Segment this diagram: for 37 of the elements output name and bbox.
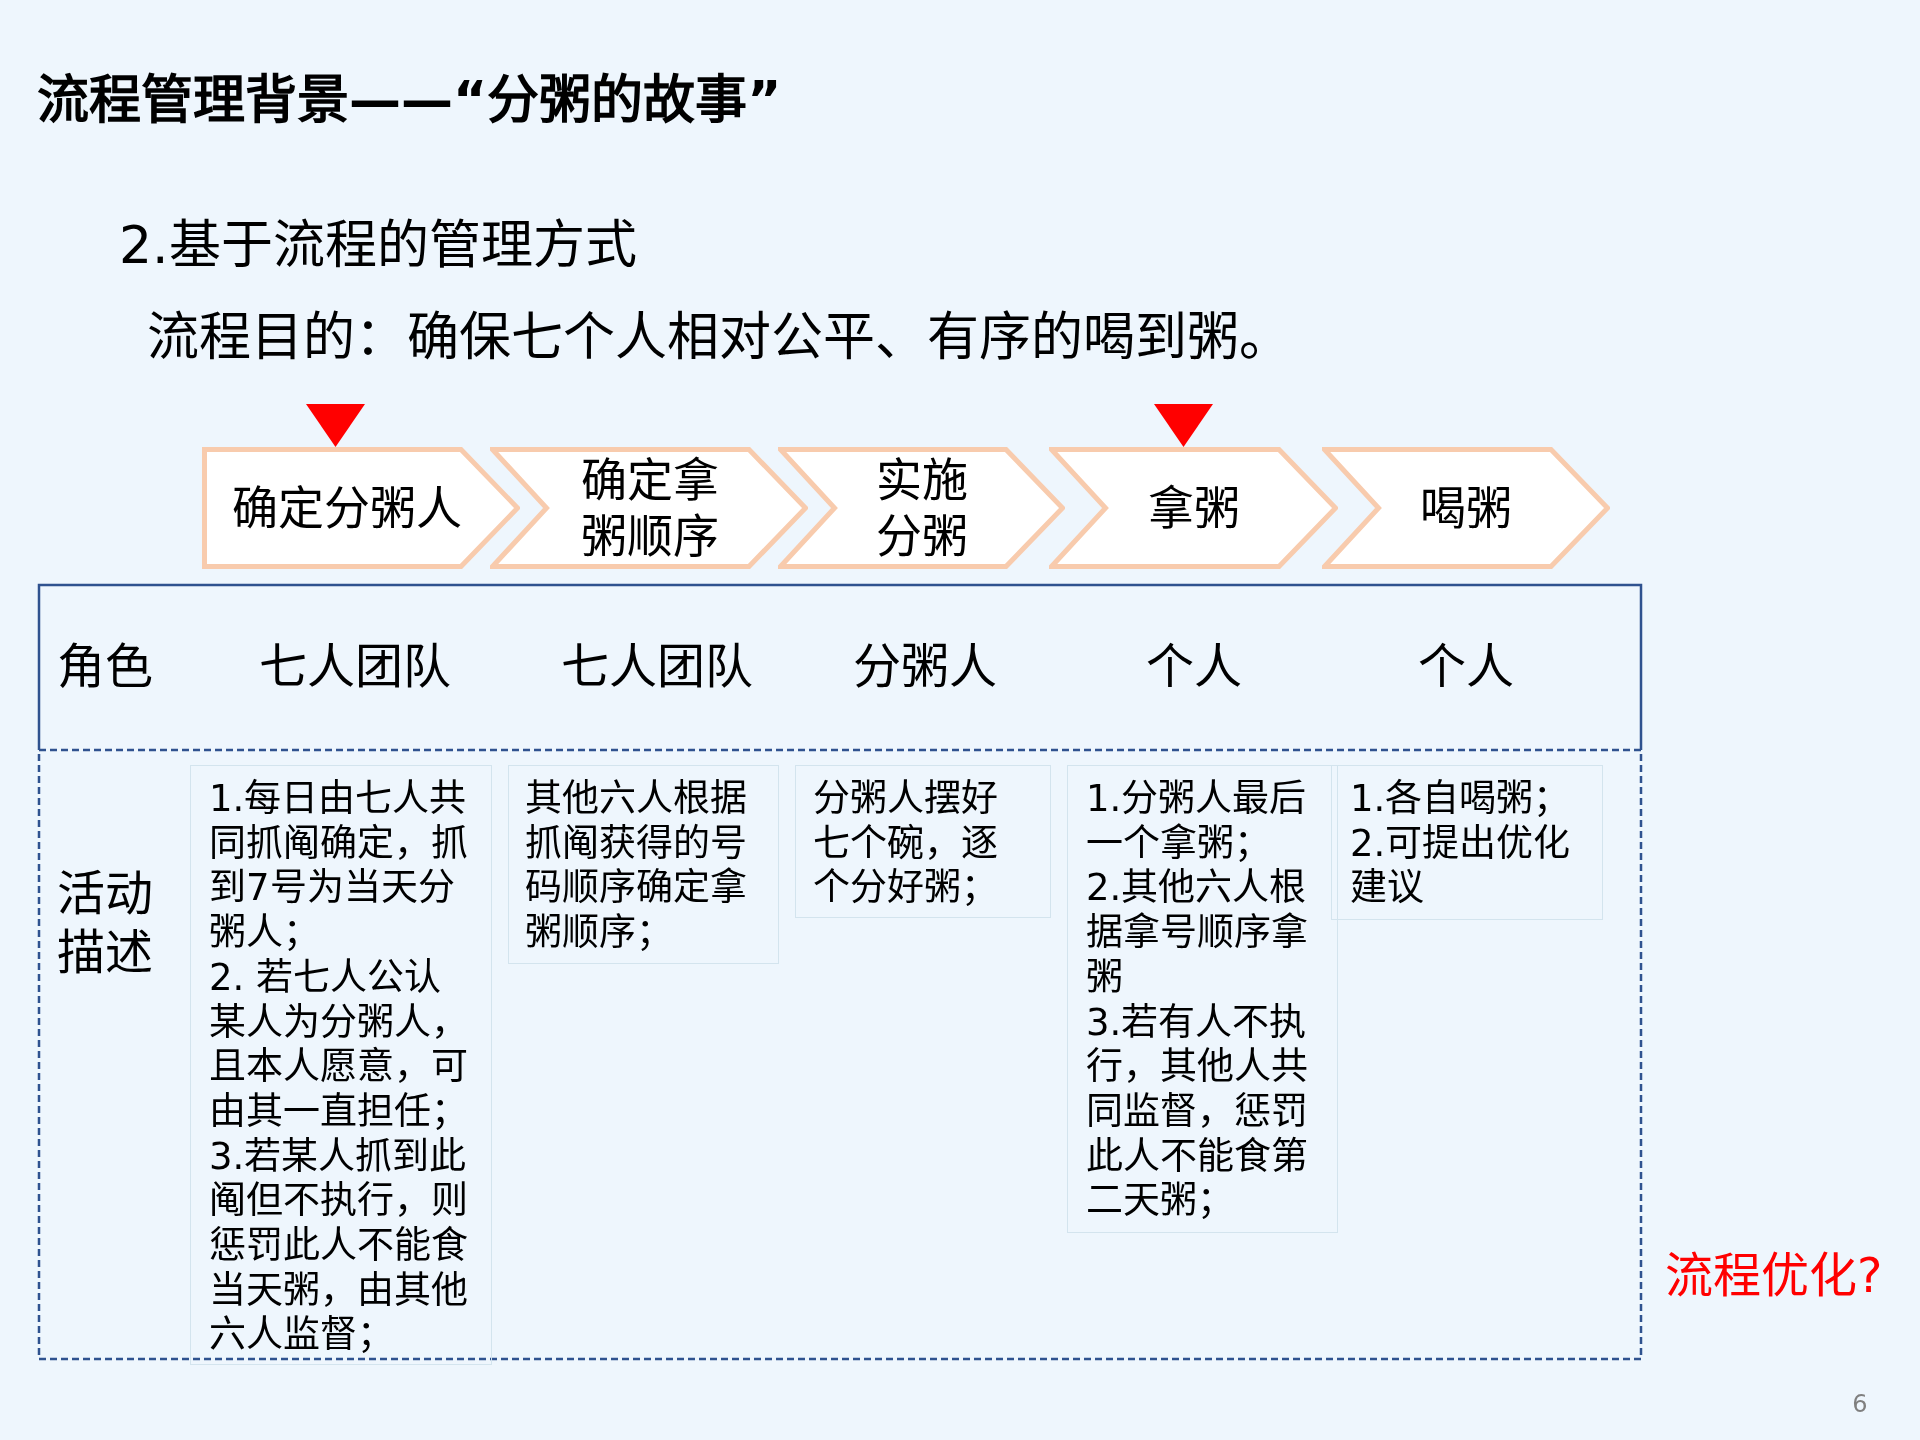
description-text: 2.可提出优化建议 <box>1350 821 1572 912</box>
role-name: 个人 <box>1146 638 1242 696</box>
role-name: 七人团队 <box>259 638 451 696</box>
process-step <box>202 447 520 569</box>
slide-title: 流程管理背景——“分粥的故事” <box>37 68 782 132</box>
role-name: 七人团队 <box>561 638 753 696</box>
section-heading: 2.基于流程的管理方式 <box>119 213 637 277</box>
description-text: 2. 若七人公认某人为分粥人，且本人愿意，可由其一直担任； <box>209 955 469 1135</box>
description-text: 分粥人摆好七个碗，逐个分好粥； <box>813 777 999 912</box>
description-text: 3.若某人抓到此阄但不执行，则惩罚此人不能食当天粥，由其他六人监督； <box>209 1134 469 1359</box>
role-name: 分粥人 <box>853 638 997 696</box>
question-text: 流程优化? <box>1665 1247 1883 1305</box>
description-box <box>1331 765 1603 920</box>
description-text: 1.各自喝粥； <box>1350 777 1572 822</box>
description-box <box>1067 765 1338 1233</box>
role-name: 个人 <box>1418 638 1514 696</box>
process-step <box>1049 447 1338 569</box>
step-label: 确定分粥人 <box>232 480 462 536</box>
step-label: 确定拿粥顺序 <box>580 452 720 564</box>
process-step <box>490 447 808 569</box>
process-step <box>1322 447 1610 569</box>
row-heading: 角色 <box>57 638 153 696</box>
process-step <box>778 447 1065 569</box>
description-text: 2.其他六人根据拿号顺序拿粥 <box>1086 866 1309 1001</box>
description-text: 1.每日由七人共同抓阄确定，抓到7号为当天分粥人； <box>209 777 469 956</box>
description-text: 3.若有人不执行，其他人共同监督，惩罚此人不能食第二天粥； <box>1086 1000 1309 1225</box>
step-label: 拿粥 <box>1148 480 1240 536</box>
page-number: 6 <box>1852 1389 1868 1419</box>
row-heading: 活动描述 <box>57 864 154 982</box>
step-label: 实施分粥 <box>875 452 969 564</box>
step-label: 喝粥 <box>1420 480 1512 536</box>
description-box <box>190 765 492 1365</box>
purpose-text: 流程目的：确保七个人相对公平、有序的喝到粥。 <box>147 305 1291 369</box>
description-box <box>508 765 779 964</box>
description-text: 1.分粥人最后一个拿粥； <box>1086 777 1308 867</box>
description-text: 其他六人根据抓阄获得的号码顺序确定拿粥顺序； <box>525 777 748 956</box>
description-box <box>795 765 1051 918</box>
